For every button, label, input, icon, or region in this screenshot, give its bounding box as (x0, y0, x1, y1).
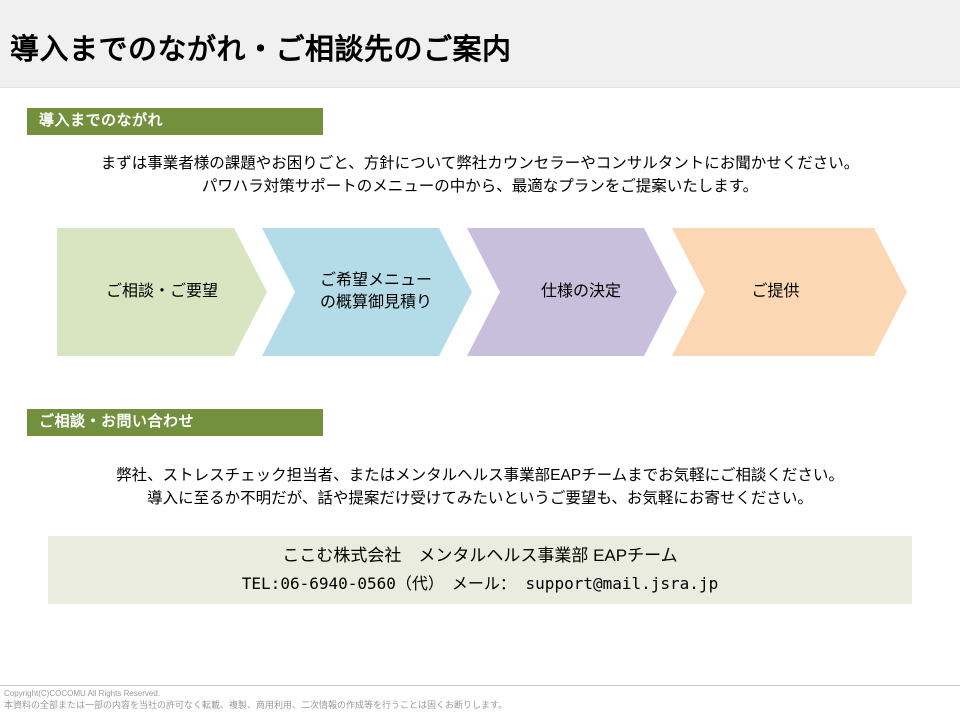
flow-lead-text: まずは事業者様の課題やお困りごと、方針について弊社カウンセラーやコンサルタントに… (0, 152, 960, 198)
slide-header: 導入までのながれ・ご相談先のご案内 (0, 0, 960, 88)
flow-step-consultation-label: ご相談・ご要望 (106, 281, 218, 303)
section-heading-flow: 導入までのながれ (27, 108, 323, 135)
flow-step-delivery: ご提供 (672, 228, 907, 356)
flow-step-specification: 仕様の決定 (467, 228, 677, 356)
flow-step-estimate: ご希望メニュー の概算御見積り (262, 228, 472, 356)
footer-notice: 本資料の全部または一部の内容を当社の許可なく転載、複製、商用利用、二次情報の作成… (4, 700, 508, 710)
flow-step-specification-line-1: 仕様の決定 (540, 283, 621, 300)
flow-step-consultation: ご相談・ご要望 (57, 228, 267, 356)
flow-step-consultation-line-1: ご相談・ご要望 (105, 283, 218, 300)
contact-lead-line-1: 弊社、ストレスチェック担当者、またはメンタルヘルス事業部EAPチームまでお気軽に… (116, 467, 844, 484)
footer: Copyright(C)COCOMU All Rights Reserved. … (4, 688, 804, 712)
flow-step-specification-label: 仕様の決定 (523, 281, 621, 303)
flow-step-delivery-line-1: ご提供 (751, 283, 800, 300)
flow-step-estimate-label: ご希望メニュー の概算御見積り (302, 270, 432, 314)
footer-divider (0, 685, 960, 686)
contact-info-box: ここむ株式会社 メンタルヘルス事業部 EAPチーム TEL:06-6940-05… (48, 536, 912, 604)
contact-company-name: ここむ株式会社 メンタルヘルス事業部 EAPチーム (282, 546, 678, 565)
flow-step-estimate-line-1: ご希望メニュー (319, 272, 432, 289)
process-flow-diagram: ご相談・ご要望 ご希望メニュー の概算御見積り 仕様の決定 ご提供 (57, 228, 907, 356)
flow-lead-line-2: パワハラ対策サポートのメニューの中から、最適なプランをご提案いたします。 (201, 178, 759, 195)
section-heading-contact: ご相談・お問い合わせ (27, 409, 323, 436)
flow-step-estimate-line-2: の概算御見積り (319, 294, 432, 311)
footer-copyright: Copyright(C)COCOMU All Rights Reserved. (4, 689, 161, 698)
flow-lead-line-1: まずは事業者様の課題やお困りごと、方針について弊社カウンセラーやコンサルタントに… (100, 155, 860, 172)
page-title: 導入までのながれ・ご相談先のご案内 (10, 34, 512, 66)
contact-lead-line-2: 導入に至るか不明だが、話や提案だけ受けてみたいというご要望も、お気軽にお寄せくだ… (147, 490, 813, 507)
contact-tel-mail: TEL:06-6940-0560（代） メール： support@mail.js… (241, 574, 719, 593)
contact-lead-text: 弊社、ストレスチェック担当者、またはメンタルヘルス事業部EAPチームまでお気軽に… (0, 464, 960, 510)
flow-step-delivery-label: ご提供 (733, 281, 845, 303)
